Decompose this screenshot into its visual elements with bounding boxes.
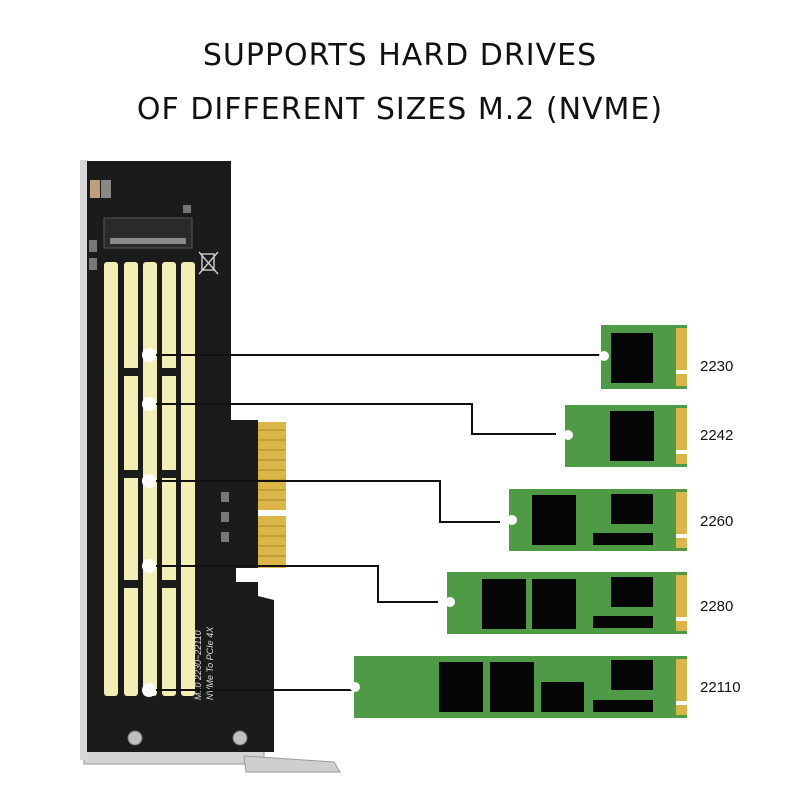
size-label-2230: 2230 [700,358,734,375]
screw-icon [127,730,248,746]
ssd-2242 [563,405,687,467]
recycle-bin-icon [198,251,219,275]
ssd-2280 [445,572,687,634]
ssd-2260 [507,489,687,551]
size-label-2260: 2260 [700,513,734,530]
ssd-2230 [599,325,687,389]
connector-lines [149,354,600,691]
silkscreen-line-1: M10 2230~22110 [193,630,203,700]
headline-line-1: SUPPORTS HARD DRIVES [202,38,598,73]
size-label-2280: 2280 [700,598,734,615]
standoff-markers [142,348,156,697]
size-label-22110: 22110 [700,679,741,696]
pcie-gold-fingers [258,422,286,568]
adapter-card: M10 2230~22110 NVMe To PCIe 4X [87,161,286,752]
headline-line-2: OF DIFFERENT SIZES M.2 (NVME) [136,92,664,127]
silkscreen-line-2: NVMe To PCIe 4X [205,626,215,700]
size-label-2242: 2242 [700,427,734,444]
ssd-22110 [350,656,687,718]
